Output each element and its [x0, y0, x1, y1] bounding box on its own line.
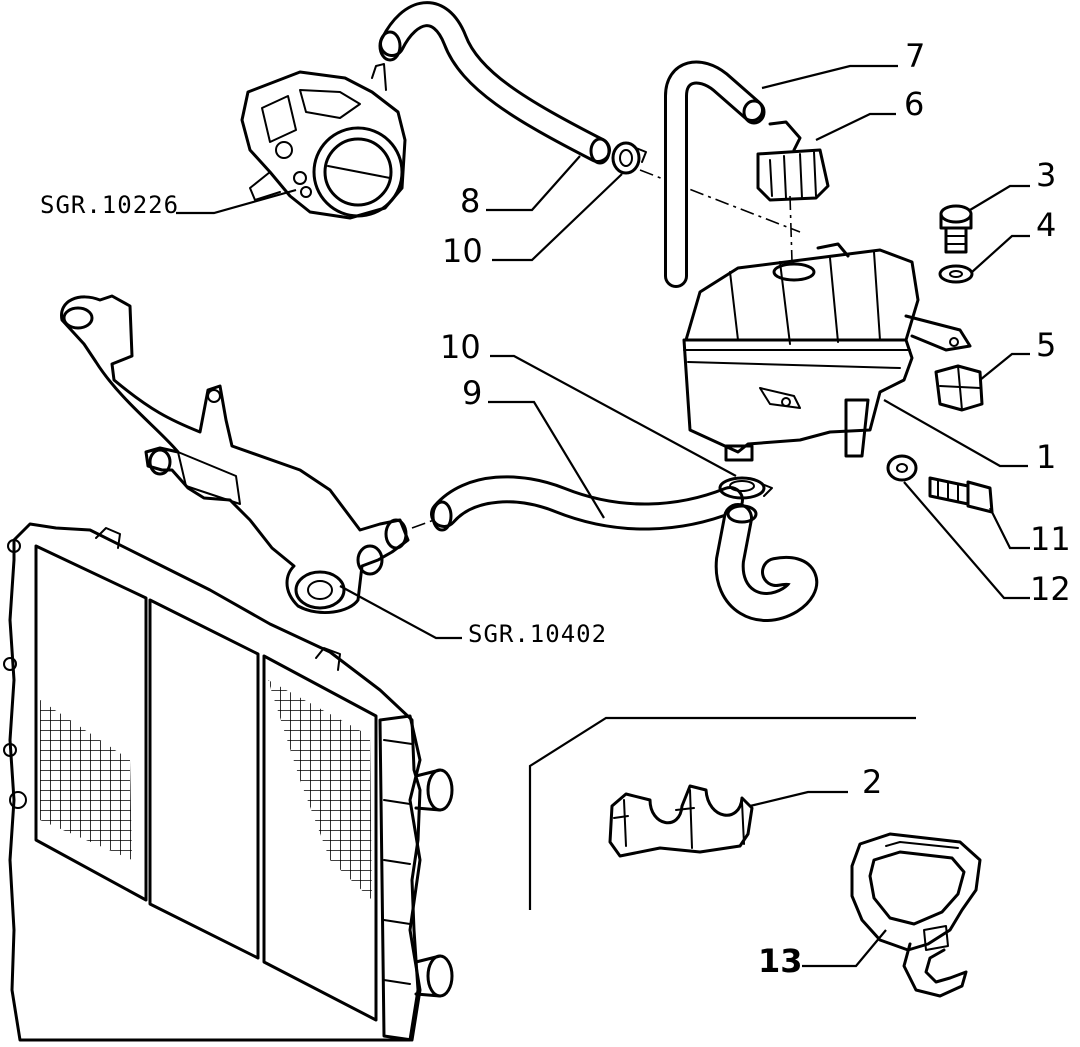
hose-7-drawing — [664, 60, 766, 288]
throttle-body-drawing — [240, 63, 407, 220]
washer-12-drawing — [886, 454, 918, 482]
callout-7: 7 — [905, 37, 925, 75]
callout-10-upper: 10 — [442, 232, 483, 270]
hose-9-drawing — [430, 475, 819, 622]
ref-sgr-10402: SGR.10402 — [468, 620, 607, 648]
callout-11: 11 — [1030, 520, 1071, 558]
rubber-mount-5-drawing — [934, 364, 984, 412]
screw-3-drawing — [939, 204, 973, 254]
hose-8-drawing — [378, 1, 611, 165]
inset-frame — [528, 716, 916, 910]
leader-7 — [761, 64, 898, 90]
leader-sgr-10226 — [176, 188, 297, 215]
leader-10-upper — [492, 173, 623, 262]
hose-clip-13-drawing — [850, 832, 982, 998]
callout-9: 9 — [462, 374, 482, 412]
leader-3 — [969, 184, 1030, 211]
callout-12: 12 — [1030, 570, 1071, 608]
cap-6-drawing — [756, 120, 830, 202]
callout-13: 13 — [758, 942, 803, 980]
callout-6: 6 — [904, 85, 924, 123]
ref-sgr-10226: SGR.10226 — [40, 191, 179, 219]
leader-sgr-10402 — [339, 585, 462, 640]
leader-11 — [989, 507, 1030, 550]
callout-3: 3 — [1036, 156, 1056, 194]
leader-2 — [749, 790, 848, 808]
leader-13 — [802, 929, 887, 968]
hose-9-centerline — [411, 519, 435, 529]
clamp-10-lower-drawing — [718, 476, 773, 500]
radiator-drawing — [3, 522, 454, 1042]
callout-10-lower: 10 — [440, 328, 481, 366]
washer-4-drawing — [938, 264, 974, 284]
callout-8: 8 — [460, 182, 480, 220]
leader-1 — [883, 399, 1028, 468]
bolt-11-drawing — [928, 476, 994, 514]
leader-5 — [979, 352, 1030, 381]
leader-6 — [815, 112, 896, 141]
expansion-tank-1-drawing — [682, 242, 972, 462]
leader-12 — [903, 481, 1030, 600]
leader-10-lower — [490, 354, 737, 477]
callout-5: 5 — [1036, 326, 1056, 364]
callout-2: 2 — [862, 763, 882, 801]
water-pipe-drawing — [60, 294, 410, 614]
leader-8 — [486, 155, 581, 212]
callout-4: 4 — [1036, 206, 1056, 244]
leader-9 — [488, 400, 605, 519]
leader-4 — [971, 234, 1030, 273]
cap-centerline — [789, 195, 793, 263]
callout-1: 1 — [1036, 438, 1056, 476]
clamp-10-upper-drawing — [611, 141, 647, 175]
hose-clip-2-drawing — [608, 784, 754, 858]
